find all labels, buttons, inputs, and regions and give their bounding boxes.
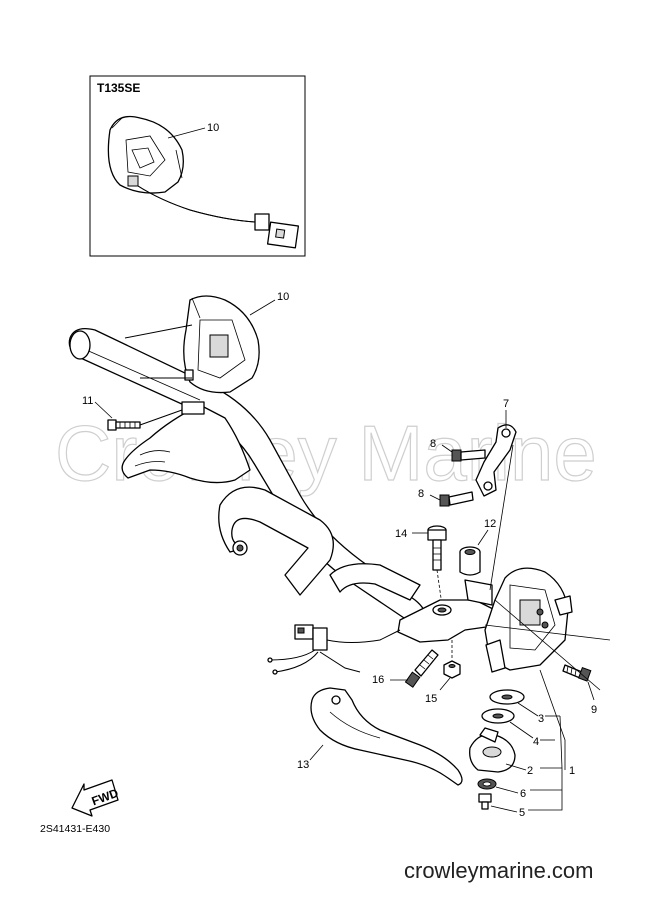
part-3-washer [489,689,539,717]
part-5-screw [478,793,518,813]
callout-2: 2 [527,765,533,777]
callout-13: 13 [297,759,309,771]
diagram-code: 2S41431-E430 [40,823,110,835]
part-10-switch-housing [124,295,260,394]
part-7-bracket [475,410,517,497]
wire-harness [267,624,401,675]
inset-connector [254,213,300,249]
part-1-switch-assembly [484,567,573,673]
callout-14: 14 [395,528,407,540]
callout-7: 7 [503,398,509,410]
callout-12: 12 [484,518,496,530]
callout-1: 1 [569,765,575,777]
callout-11: 11 [82,395,93,407]
part-13-lever [309,687,463,786]
callout-6: 6 [520,788,526,800]
inset-callout-10: 10 [207,122,219,134]
callout-8-upper: 8 [430,438,436,450]
fwd-arrow-icon: FWD [71,779,121,817]
inset-switch-housing [107,115,184,194]
part-12-collar [459,529,489,576]
part-9-screw [562,664,595,701]
callout-16: 16 [372,674,384,686]
part-2-knob [469,727,527,773]
callout-3: 3 [538,713,544,725]
part-14-bolt [412,525,447,606]
part-11-screw [94,401,183,431]
callout-1-bracket [528,669,566,811]
part-8-screw-upper [441,444,486,462]
callout-4: 4 [533,736,539,748]
part-8-screw-lower [429,491,474,507]
callout-15: 15 [425,693,437,705]
part-4-washer [481,708,534,739]
part-6-washer [477,778,519,794]
part-15-nut [439,640,461,691]
inset-box: T135SE 10 [89,75,306,257]
inset-model-label: T135SE [97,81,140,95]
callout-5: 5 [519,807,525,819]
callout-8-lower: 8 [418,488,424,500]
callout-9: 9 [591,704,597,716]
lever-bracket [397,579,501,643]
part-16-bolt [390,649,439,688]
callout-10: 10 [277,291,289,303]
site-url: crowleymarine.com [404,858,594,883]
handlebar [68,327,427,631]
hand-illustration [121,401,251,484]
